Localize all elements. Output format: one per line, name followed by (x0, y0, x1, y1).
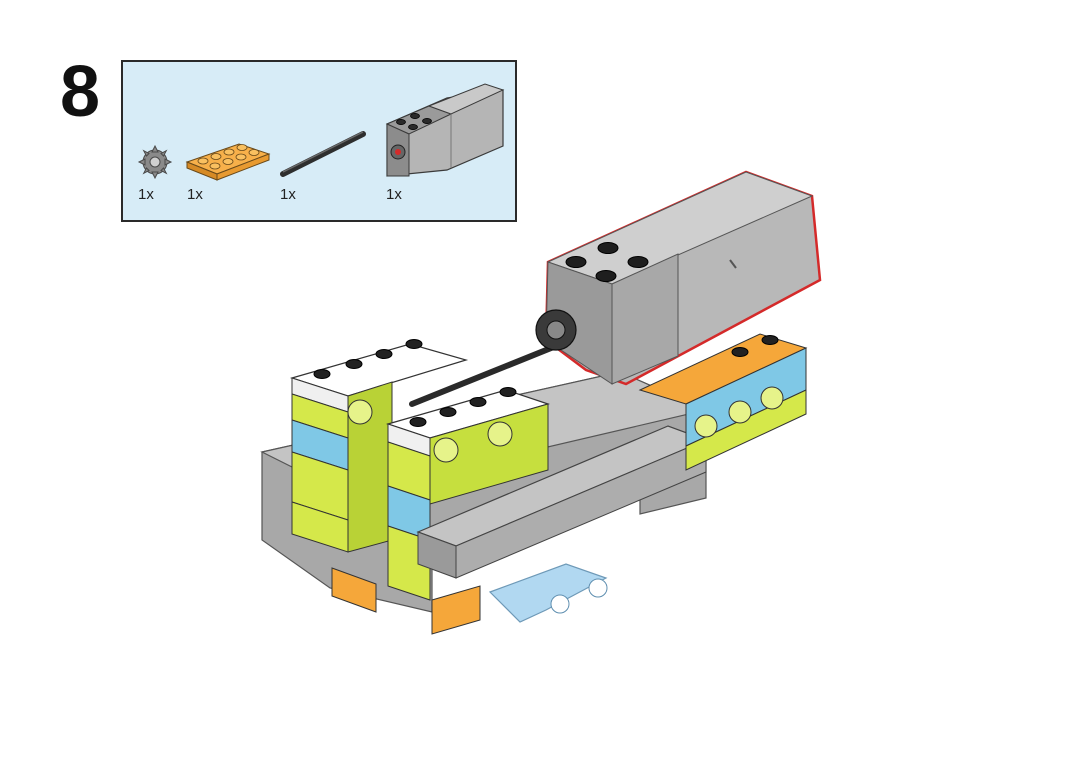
lower-bricks (331, 563, 608, 635)
left-column-bricks (289, 339, 469, 553)
step-number: 8 (60, 52, 101, 132)
motor-icon (385, 83, 505, 177)
motor-new-part (535, 170, 822, 386)
gear-icon (137, 144, 173, 180)
axle (409, 339, 569, 407)
part-quantity: 1x (138, 186, 154, 203)
axle-icon (280, 131, 366, 177)
front-beam (416, 425, 708, 579)
orange-plate-icon (185, 143, 271, 181)
right-side-bricks (638, 333, 808, 471)
part-quantity: 1x (280, 186, 296, 203)
right-column-bricks (385, 387, 551, 601)
part-quantity: 1x (187, 186, 203, 203)
part-quantity: 1x (386, 186, 402, 203)
parts-list-panel: 1x 1x 1x (121, 60, 517, 222)
